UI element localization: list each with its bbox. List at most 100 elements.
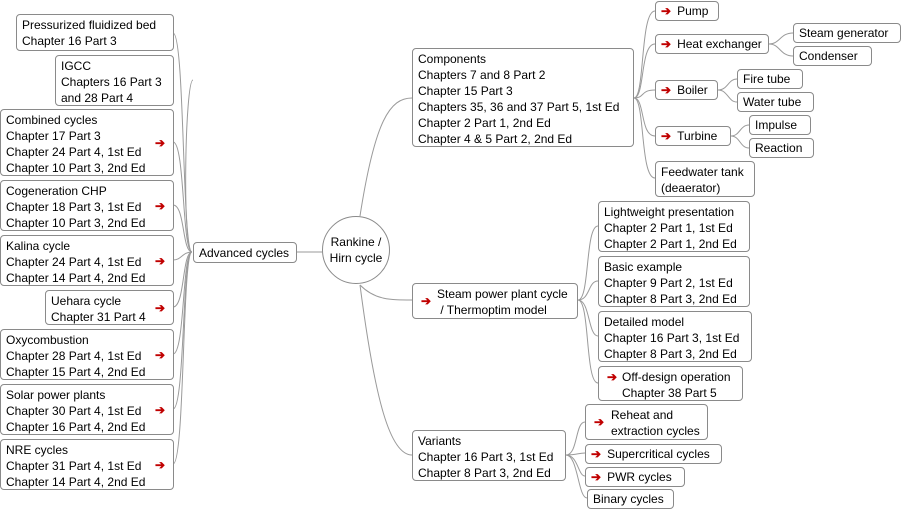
node-solar-power-plants[interactable]: Solar power plants Chapter 30 Part 4, 1s… <box>0 384 174 435</box>
feedwater-line-2: (deaerator) <box>661 181 721 195</box>
kalina-title: Kalina cycle <box>6 239 71 253</box>
uehara-chapter: Chapter 31 Part 4 <box>51 310 146 324</box>
node-condenser[interactable]: Condenser <box>793 46 872 66</box>
link-arrow-icon[interactable]: ➔ <box>594 415 605 429</box>
node-reaction[interactable]: Reaction <box>749 138 814 158</box>
node-impulse[interactable]: Impulse <box>749 115 811 135</box>
chp-chapter-2: Chapter 10 Part 3, 2nd Ed <box>6 216 146 230</box>
reaction-label: Reaction <box>755 141 803 155</box>
solar-chapter-2: Chapter 16 Part 4, 2nd Ed <box>6 420 146 434</box>
node-nre-cycles[interactable]: NRE cycles Chapter 31 Part 4, 1st Ed Cha… <box>0 439 174 490</box>
link-arrow-icon[interactable]: ➔ <box>661 37 672 51</box>
node-uehara-cycle[interactable]: Uehara cycle Chapter 31 Part 4 ➔ <box>45 290 174 325</box>
kalina-chapter-1: Chapter 24 Part 4, 1st Ed <box>6 255 142 269</box>
link-arrow-icon[interactable]: ➔ <box>154 402 165 417</box>
nre-chapter-2: Chapter 14 Part 4, 2nd Ed <box>6 475 146 489</box>
components-chapter-2: Chapter 15 Part 3 <box>418 84 513 98</box>
connector-center-variants <box>359 284 413 456</box>
components-chapter-4: Chapter 2 Part 1, 2nd Ed <box>418 116 551 130</box>
center-node-rankine-hirn-cycle[interactable]: Rankine / Hirn cycle <box>322 216 390 284</box>
condenser-label: Condenser <box>799 49 858 63</box>
node-pressurized-fluidized-bed[interactable]: Pressurized fluidized bed Chapter 16 Par… <box>16 14 174 51</box>
kalina-chapter-2: Chapter 14 Part 4, 2nd Ed <box>6 271 146 285</box>
node-basic-example[interactable]: Basic example Chapter 9 Part 2, 1st Ed C… <box>598 256 750 307</box>
chp-chapter-1: Chapter 18 Part 3, 1st Ed <box>6 200 142 214</box>
node-water-tube[interactable]: Water tube <box>737 92 814 112</box>
igcc-chapter-1: Chapters 16 Part 3 <box>61 75 162 89</box>
components-chapter-3: Chapters 35, 36 and 37 Part 5, 1st Ed <box>418 100 620 114</box>
node-binary-cycles[interactable]: Binary cycles <box>587 489 674 509</box>
pfb-title: Pressurized fluidized bed <box>22 18 157 32</box>
lightweight-chapter-1: Chapter 2 Part 1, 1st Ed <box>604 221 733 235</box>
node-kalina-cycle[interactable]: Kalina cycle Chapter 24 Part 4, 1st Ed C… <box>0 235 174 286</box>
connector-center-components <box>359 97 413 217</box>
variants-chapter-2: Chapter 8 Part 3, 2nd Ed <box>418 466 551 480</box>
link-arrow-icon[interactable]: ➔ <box>421 294 432 308</box>
node-fire-tube[interactable]: Fire tube <box>737 69 803 89</box>
detailed-chapter-1: Chapter 16 Part 3, 1st Ed <box>604 331 740 345</box>
link-arrow-icon[interactable]: ➔ <box>154 135 165 150</box>
steam-title-2: / Thermoptim model <box>437 303 547 317</box>
basic-title: Basic example <box>604 260 683 274</box>
node-boiler[interactable]: ➔ Boiler <box>655 80 718 100</box>
offdesign-title: Off-design operation <box>622 370 731 384</box>
node-lightweight-presentation[interactable]: Lightweight presentation Chapter 2 Part … <box>598 201 750 252</box>
heat-exchanger-label: Heat exchanger <box>677 37 762 51</box>
node-combined-cycles[interactable]: Combined cycles Chapter 17 Part 3 Chapte… <box>0 109 174 176</box>
link-arrow-icon[interactable]: ➔ <box>154 457 165 472</box>
center-line-2: Hirn cycle <box>329 251 383 265</box>
node-feedwater-tank[interactable]: Feedwater tank (deaerator) <box>655 161 755 197</box>
lightweight-title: Lightweight presentation <box>604 205 735 219</box>
link-arrow-icon[interactable]: ➔ <box>591 447 602 461</box>
link-arrow-icon[interactable]: ➔ <box>661 83 672 97</box>
node-variants[interactable]: Variants Chapter 16 Part 3, 1st Ed Chapt… <box>412 430 566 481</box>
node-reheat-extraction-cycles[interactable]: ➔ Reheat and extraction cycles <box>585 404 708 440</box>
combined-title: Combined cycles <box>6 113 98 127</box>
combined-chapter-1: Chapter 17 Part 3 <box>6 129 101 143</box>
connector-center-steam <box>359 284 413 301</box>
link-arrow-icon[interactable]: ➔ <box>154 347 165 362</box>
link-arrow-icon[interactable]: ➔ <box>607 370 618 384</box>
node-pwr-cycles[interactable]: ➔ PWR cycles <box>585 467 685 487</box>
basic-chapter-1: Chapter 9 Part 2, 1st Ed <box>604 276 733 290</box>
node-steam-generator[interactable]: Steam generator <box>793 23 901 43</box>
link-arrow-icon[interactable]: ➔ <box>661 4 672 18</box>
link-arrow-icon[interactable]: ➔ <box>154 300 165 315</box>
combined-chapter-2: Chapter 24 Part 4, 1st Ed <box>6 145 142 159</box>
pfb-chapter: Chapter 16 Part 3 <box>22 34 117 48</box>
steam-title-1: Steam power plant cycle <box>437 287 568 301</box>
impulse-label: Impulse <box>755 118 798 132</box>
link-arrow-icon[interactable]: ➔ <box>661 129 672 143</box>
link-arrow-icon[interactable]: ➔ <box>154 198 165 213</box>
node-oxycombustion[interactable]: Oxycombustion Chapter 28 Part 4, 1st Ed … <box>0 329 174 380</box>
igcc-chapter-2: and 28 Part 4 <box>61 91 134 105</box>
pwr-label: PWR cycles <box>607 470 672 484</box>
water-tube-label: Water tube <box>743 95 802 109</box>
node-igcc[interactable]: IGCC Chapters 16 Part 3 and 28 Part 4 <box>55 55 174 106</box>
pump-label: Pump <box>677 4 709 18</box>
node-detailed-model[interactable]: Detailed model Chapter 16 Part 3, 1st Ed… <box>598 311 752 362</box>
steam-generator-label: Steam generator <box>799 26 889 40</box>
detailed-title: Detailed model <box>604 315 685 329</box>
link-arrow-icon[interactable]: ➔ <box>154 253 165 268</box>
offdesign-chapter: Chapter 38 Part 5 <box>622 386 717 400</box>
components-chapter-5: Chapter 4 & 5 Part 2, 2nd Ed <box>418 132 573 146</box>
oxy-title: Oxycombustion <box>6 333 89 347</box>
node-components[interactable]: Components Chapters 7 and 8 Part 2 Chapt… <box>412 48 634 147</box>
node-off-design-operation[interactable]: ➔ Off-design operation Chapter 38 Part 5 <box>598 366 743 401</box>
boiler-label: Boiler <box>677 83 708 97</box>
node-heat-exchanger[interactable]: ➔ Heat exchanger <box>655 34 769 54</box>
node-steam-power-plant-cycle[interactable]: ➔ Steam power plant cycle / Thermoptim m… <box>412 283 578 319</box>
components-title: Components <box>418 52 487 66</box>
node-pump[interactable]: ➔ Pump <box>655 1 719 21</box>
solar-title: Solar power plants <box>6 388 106 402</box>
link-arrow-icon[interactable]: ➔ <box>591 470 602 484</box>
solar-chapter-1: Chapter 30 Part 4, 1st Ed <box>6 404 142 418</box>
turbine-label: Turbine <box>677 129 718 143</box>
node-turbine[interactable]: ➔ Turbine <box>655 126 731 146</box>
components-chapter-1: Chapters 7 and 8 Part 2 <box>418 68 546 82</box>
node-cogeneration-chp[interactable]: Cogeneration CHP Chapter 18 Part 3, 1st … <box>0 180 174 231</box>
advanced-cycles-node[interactable]: Advanced cycles <box>193 242 297 263</box>
node-supercritical-cycles[interactable]: ➔Supercritical cycles <box>585 444 722 464</box>
